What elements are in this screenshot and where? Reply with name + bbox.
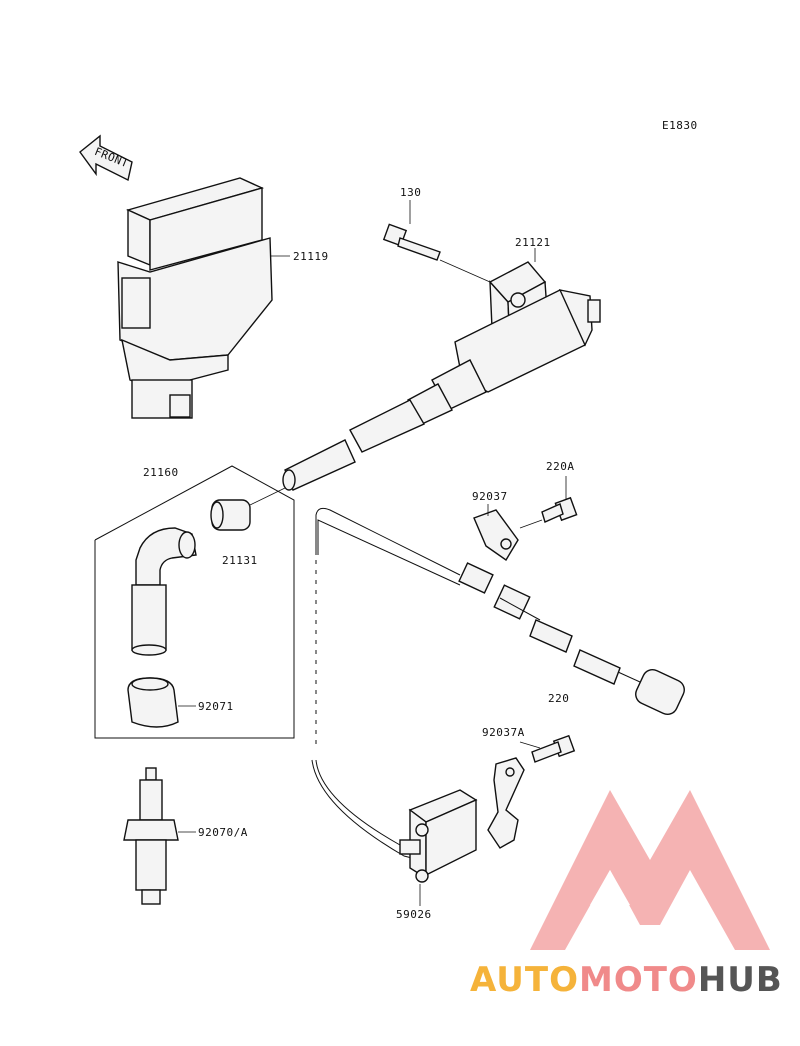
wiring-harness [311, 507, 685, 859]
ignition-coil [407, 261, 601, 425]
boot-92071 [127, 677, 179, 728]
watermark-part-auto: AUTO [470, 960, 579, 1000]
bracket-92037 [473, 509, 519, 562]
callout-21160: 21160 [143, 466, 179, 479]
high-tension-lead [282, 399, 425, 491]
callout-59026: 59026 [396, 908, 432, 921]
igniter-unit [117, 177, 273, 419]
watermark-text: AUTOMOTOHUB [470, 960, 783, 1000]
diagram-code: E1830 [662, 119, 698, 132]
pickup-coil [399, 789, 478, 883]
bolt-92037a [531, 734, 576, 763]
front-arrow-icon: FRONT [79, 134, 133, 182]
callout-21131: 21131 [222, 554, 258, 567]
callout-220a: 220A [546, 460, 575, 473]
callout-21119: 21119 [293, 250, 329, 263]
callout-21121: 21121 [515, 236, 551, 249]
bolt-220a [541, 496, 578, 523]
callout-220: 220 [548, 692, 569, 705]
callout-92071: 92071 [198, 700, 234, 713]
watermark-part-hub: HUB [697, 960, 783, 1000]
plug-cap [131, 527, 197, 656]
callout-92070: 92070/A [198, 826, 248, 839]
callout-130: 130 [400, 186, 421, 199]
watermark-part-moto: MOTO [578, 960, 698, 1000]
bolt-130 [382, 223, 441, 261]
suppressor-cap-21131 [210, 499, 251, 531]
watermark-logo-icon [530, 790, 770, 950]
bracket-92037a [487, 757, 525, 849]
callout-92037a: 92037A [482, 726, 525, 739]
spark-plug [123, 767, 179, 905]
callout-92037: 92037 [472, 490, 508, 503]
